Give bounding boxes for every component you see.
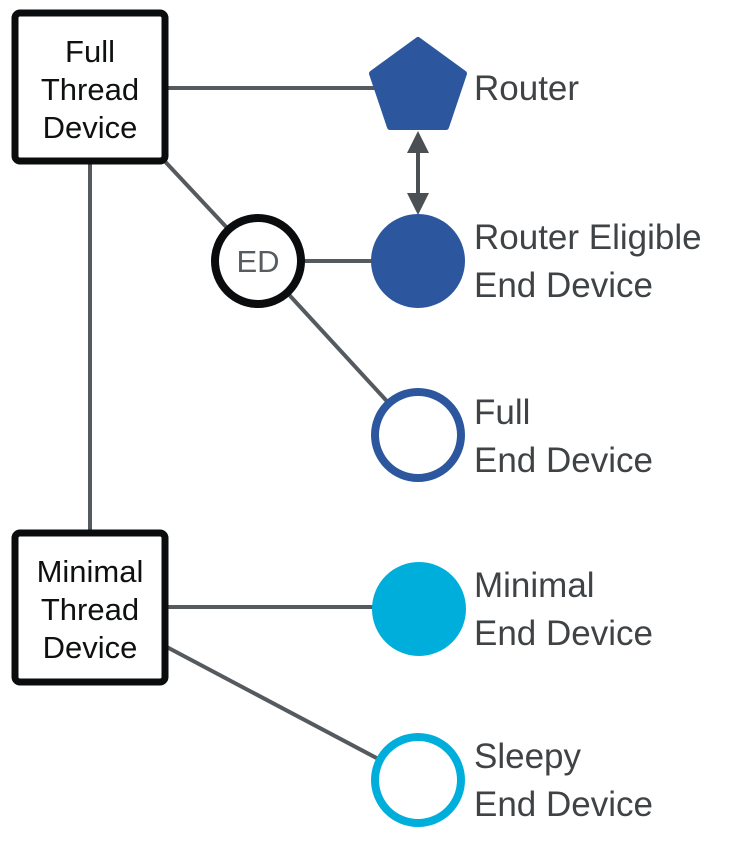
router-eligible-end-device-node [371,214,465,308]
ed-node [211,214,305,308]
fed-label-line2: End Device [474,441,653,480]
router-pentagon-icon [369,37,467,130]
arrow-down-head-icon [407,193,429,215]
ftd-label-line3: Device [43,110,138,145]
mtd-label-line3: Device [43,630,138,665]
ftd-label-line2: Thread [41,72,139,107]
ftd-label-line1: Full [65,34,115,69]
router-label: Router [474,69,579,108]
med-label-line1: Minimal [474,566,595,605]
minimal-end-device-node [372,562,466,656]
reed-label-line2: End Device [474,266,653,305]
sed-label-line1: Sleepy [474,737,582,776]
sed-label-line2: End Device [474,785,653,824]
minimal-thread-device-box [11,529,169,686]
connector-mtd-sed [162,643,419,782]
full-thread-device-box [11,9,169,165]
reed-label-line1: Router Eligible [474,218,702,257]
fed-label-line1: Full [474,393,530,432]
router-reed-link-arrow [407,131,429,215]
ed-node-label: ED [236,244,279,279]
sleepy-end-device-node [371,733,465,827]
mtd-label-line2: Thread [41,592,139,627]
med-label-line2: End Device [474,614,653,653]
full-end-device-node [371,388,465,482]
mtd-label-line1: Minimal [37,554,144,589]
arrow-up-head-icon [407,131,429,153]
